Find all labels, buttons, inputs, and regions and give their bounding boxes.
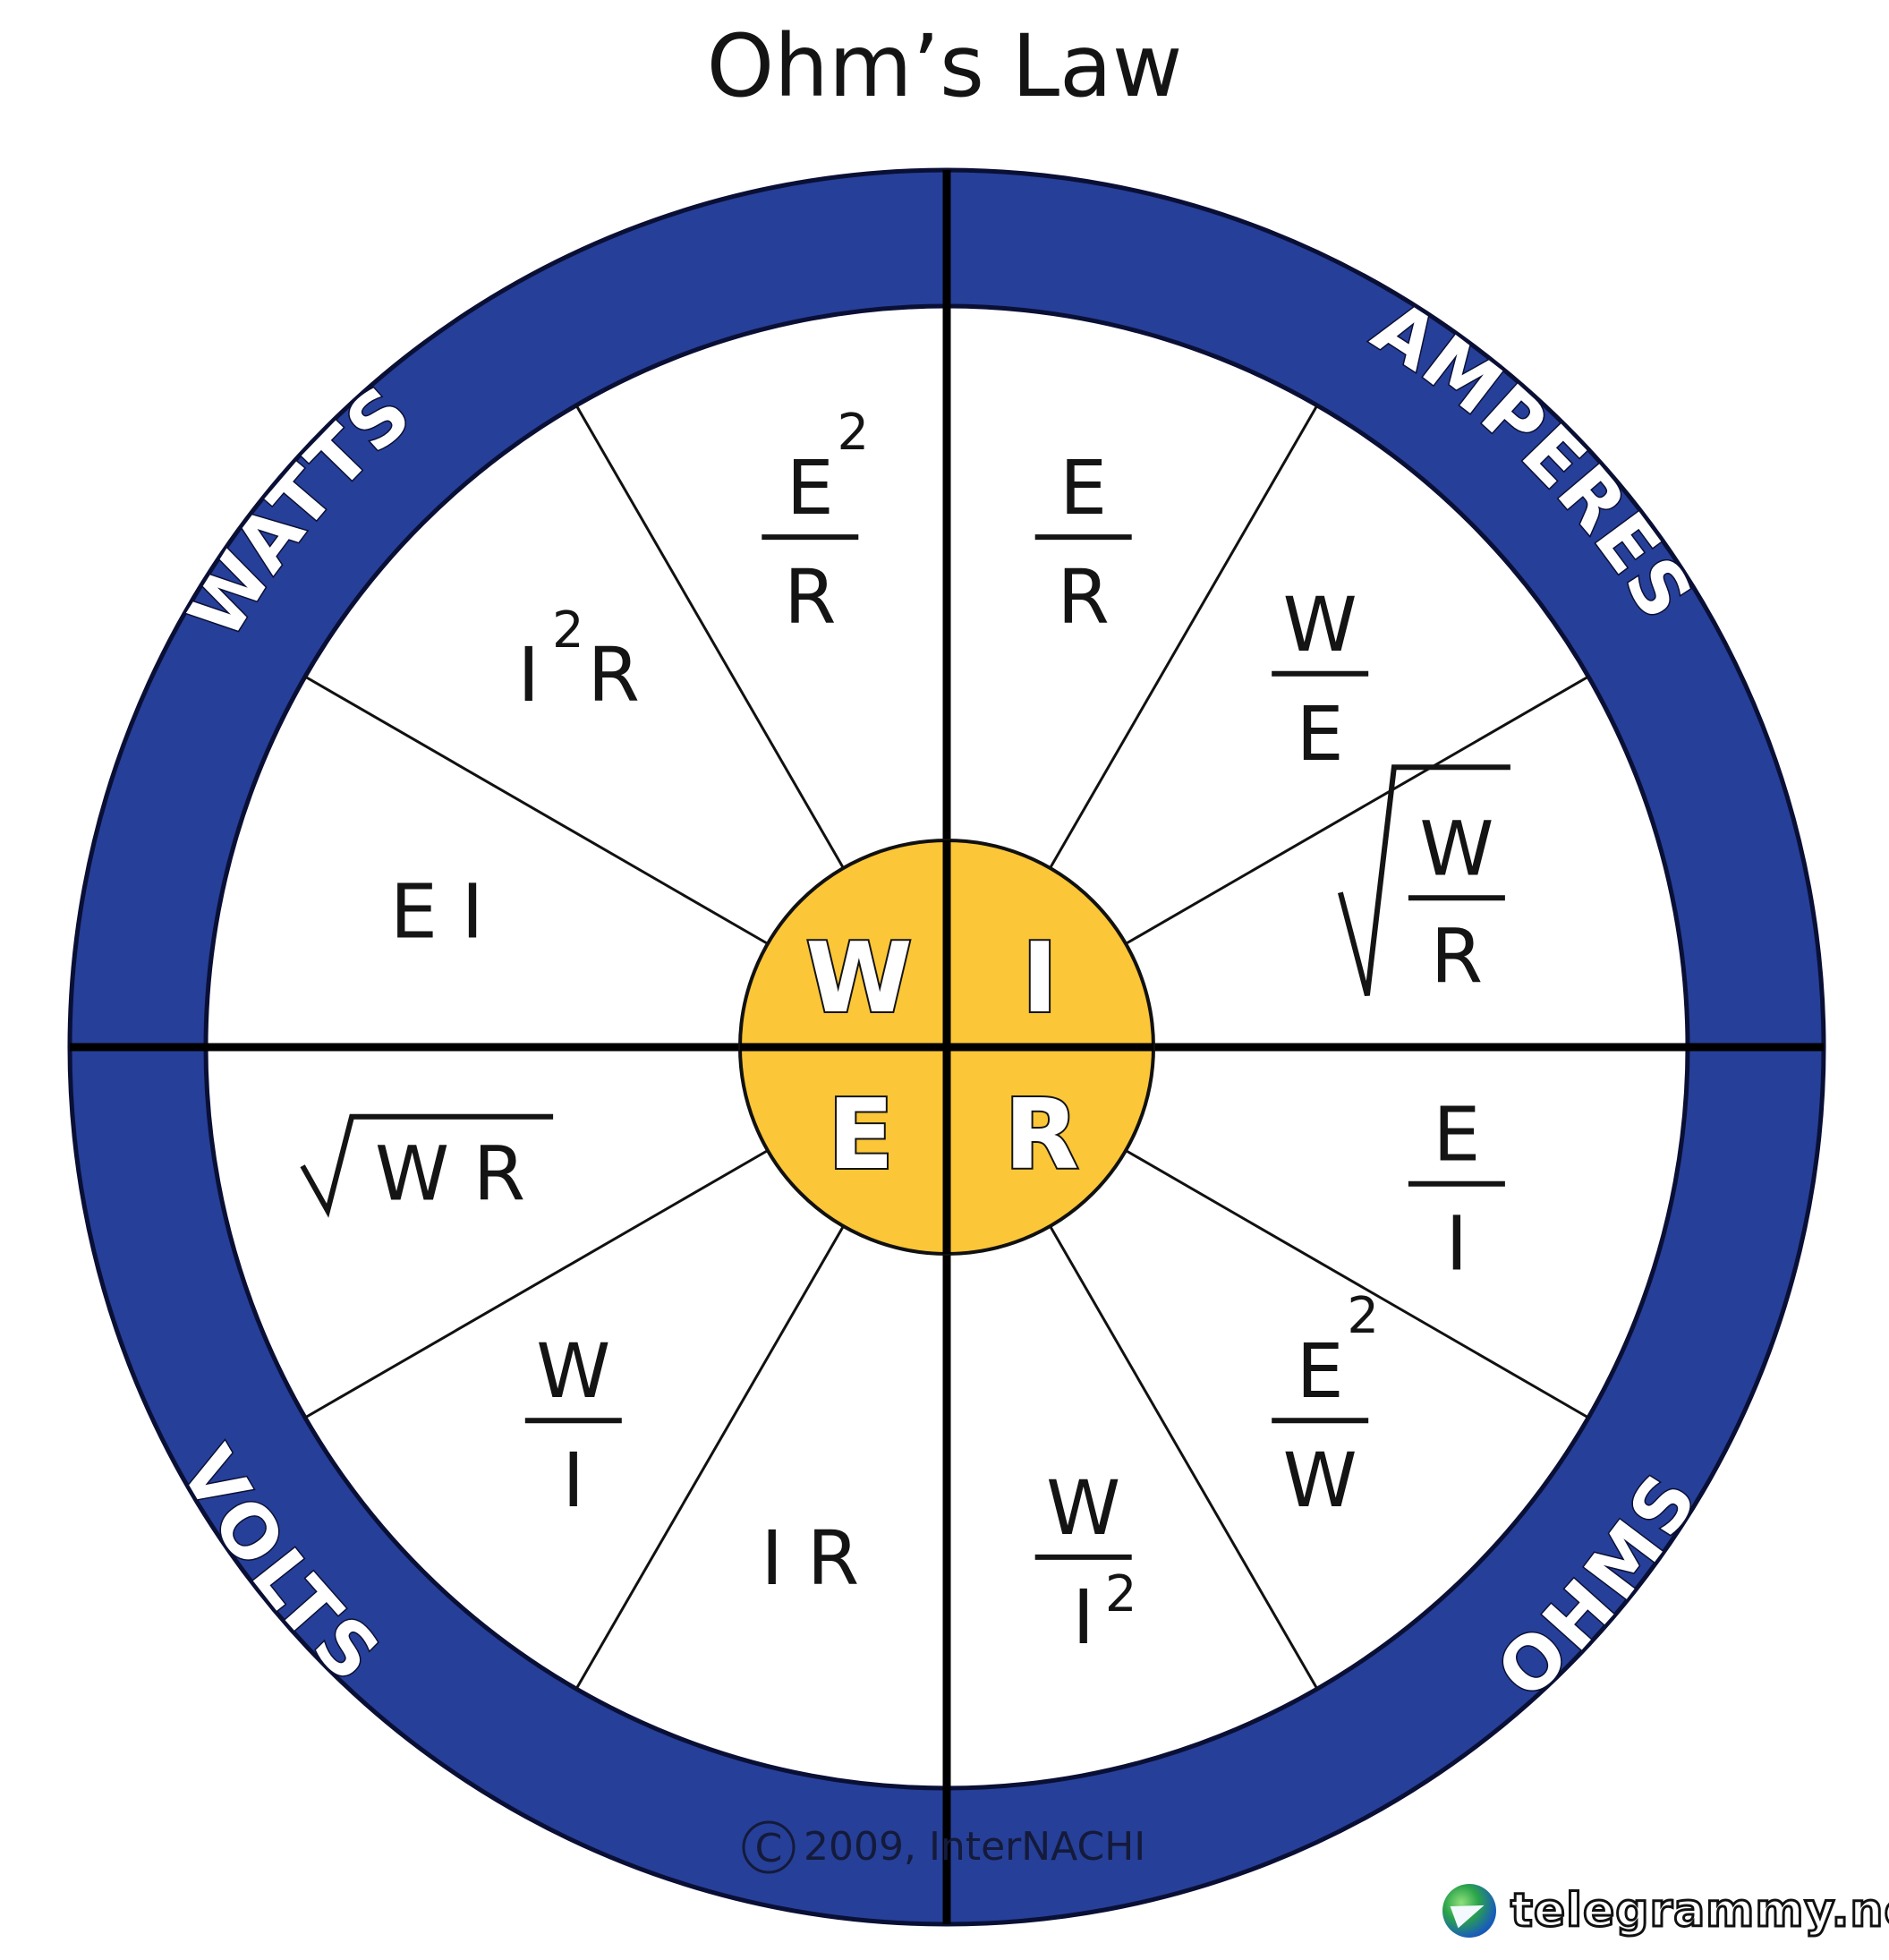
formula-text: I	[517, 631, 540, 719]
formula-amperes-2: WR	[1337, 764, 1510, 1000]
formula-numerator: W	[1419, 805, 1493, 892]
formula-ohms-0: EI	[1408, 1091, 1505, 1288]
formula-numerator: E	[787, 444, 834, 532]
formula-volts-1: WI	[524, 1327, 622, 1524]
formula-numerator: E	[1433, 1091, 1480, 1179]
formula-numerator: W	[1283, 581, 1357, 669]
sector-divider	[304, 675, 769, 945]
formula-numerator: W	[1046, 1464, 1120, 1552]
formula-denominator: R	[784, 553, 836, 641]
formula-numerator: E	[1297, 1327, 1344, 1415]
sector-divider	[574, 1225, 845, 1690]
sector-divider	[1125, 1149, 1589, 1419]
formula-denominator: R	[1431, 912, 1483, 1000]
sector-dividers	[304, 405, 1589, 1690]
watermark: telegrammy.net	[1442, 1879, 1889, 1942]
formula-volts-2: W R	[300, 1113, 554, 1218]
center-letter-ohms: R	[1004, 1079, 1078, 1191]
sector-divider	[574, 405, 845, 869]
formula-watts-1: I2R	[517, 601, 640, 719]
formula-watts-0: E2R	[762, 404, 869, 641]
sector-divider	[1125, 675, 1589, 945]
formula-denominator: R	[1058, 553, 1110, 641]
formula-ohms-1: E2W	[1272, 1287, 1379, 1524]
copyright-icon	[742, 1820, 796, 1874]
formula-denominator: I	[562, 1436, 584, 1524]
formula-amperes-0: ER	[1034, 444, 1132, 641]
formula-denominator: I	[1072, 1573, 1094, 1661]
formula-superscript: 2	[1105, 1565, 1137, 1623]
formula-superscript: 2	[1347, 1287, 1379, 1345]
sector-divider	[304, 1149, 769, 1419]
center-letter-watts: W	[805, 923, 912, 1035]
watermark-text: telegrammy.net	[1510, 1883, 1889, 1939]
formula-denominator: W	[1283, 1436, 1357, 1524]
formula-denominator: I	[1446, 1200, 1468, 1288]
center-letter-amperes: I	[1022, 923, 1058, 1035]
center-letter-volts: E	[828, 1079, 894, 1191]
formula-text: R	[588, 631, 640, 719]
formula-watts-2: E I	[390, 867, 484, 955]
formula-text: E I	[390, 867, 484, 955]
formula-denominator: E	[1297, 690, 1344, 778]
formula-text: W R	[375, 1130, 525, 1218]
sqrt-icon	[1337, 764, 1510, 997]
formula-text: I R	[761, 1514, 859, 1602]
sqrt-icon	[300, 1113, 554, 1218]
formula-amperes-1: WE	[1272, 581, 1369, 778]
formula-volts-0: I R	[761, 1514, 859, 1602]
formula-numerator: W	[536, 1327, 610, 1415]
sector-divider	[1049, 1225, 1319, 1690]
globe-paper-plane-icon	[1442, 1884, 1496, 1938]
formula-numerator: E	[1059, 444, 1107, 532]
sector-divider	[1049, 405, 1319, 869]
copyright-symbol: C	[755, 1826, 783, 1871]
formula-superscript: 2	[837, 404, 869, 462]
copyright-text: 2009, InterNACHI	[804, 1824, 1145, 1870]
formula-superscript: 2	[552, 601, 584, 660]
page-title: Ohm’s Law	[706, 16, 1183, 116]
